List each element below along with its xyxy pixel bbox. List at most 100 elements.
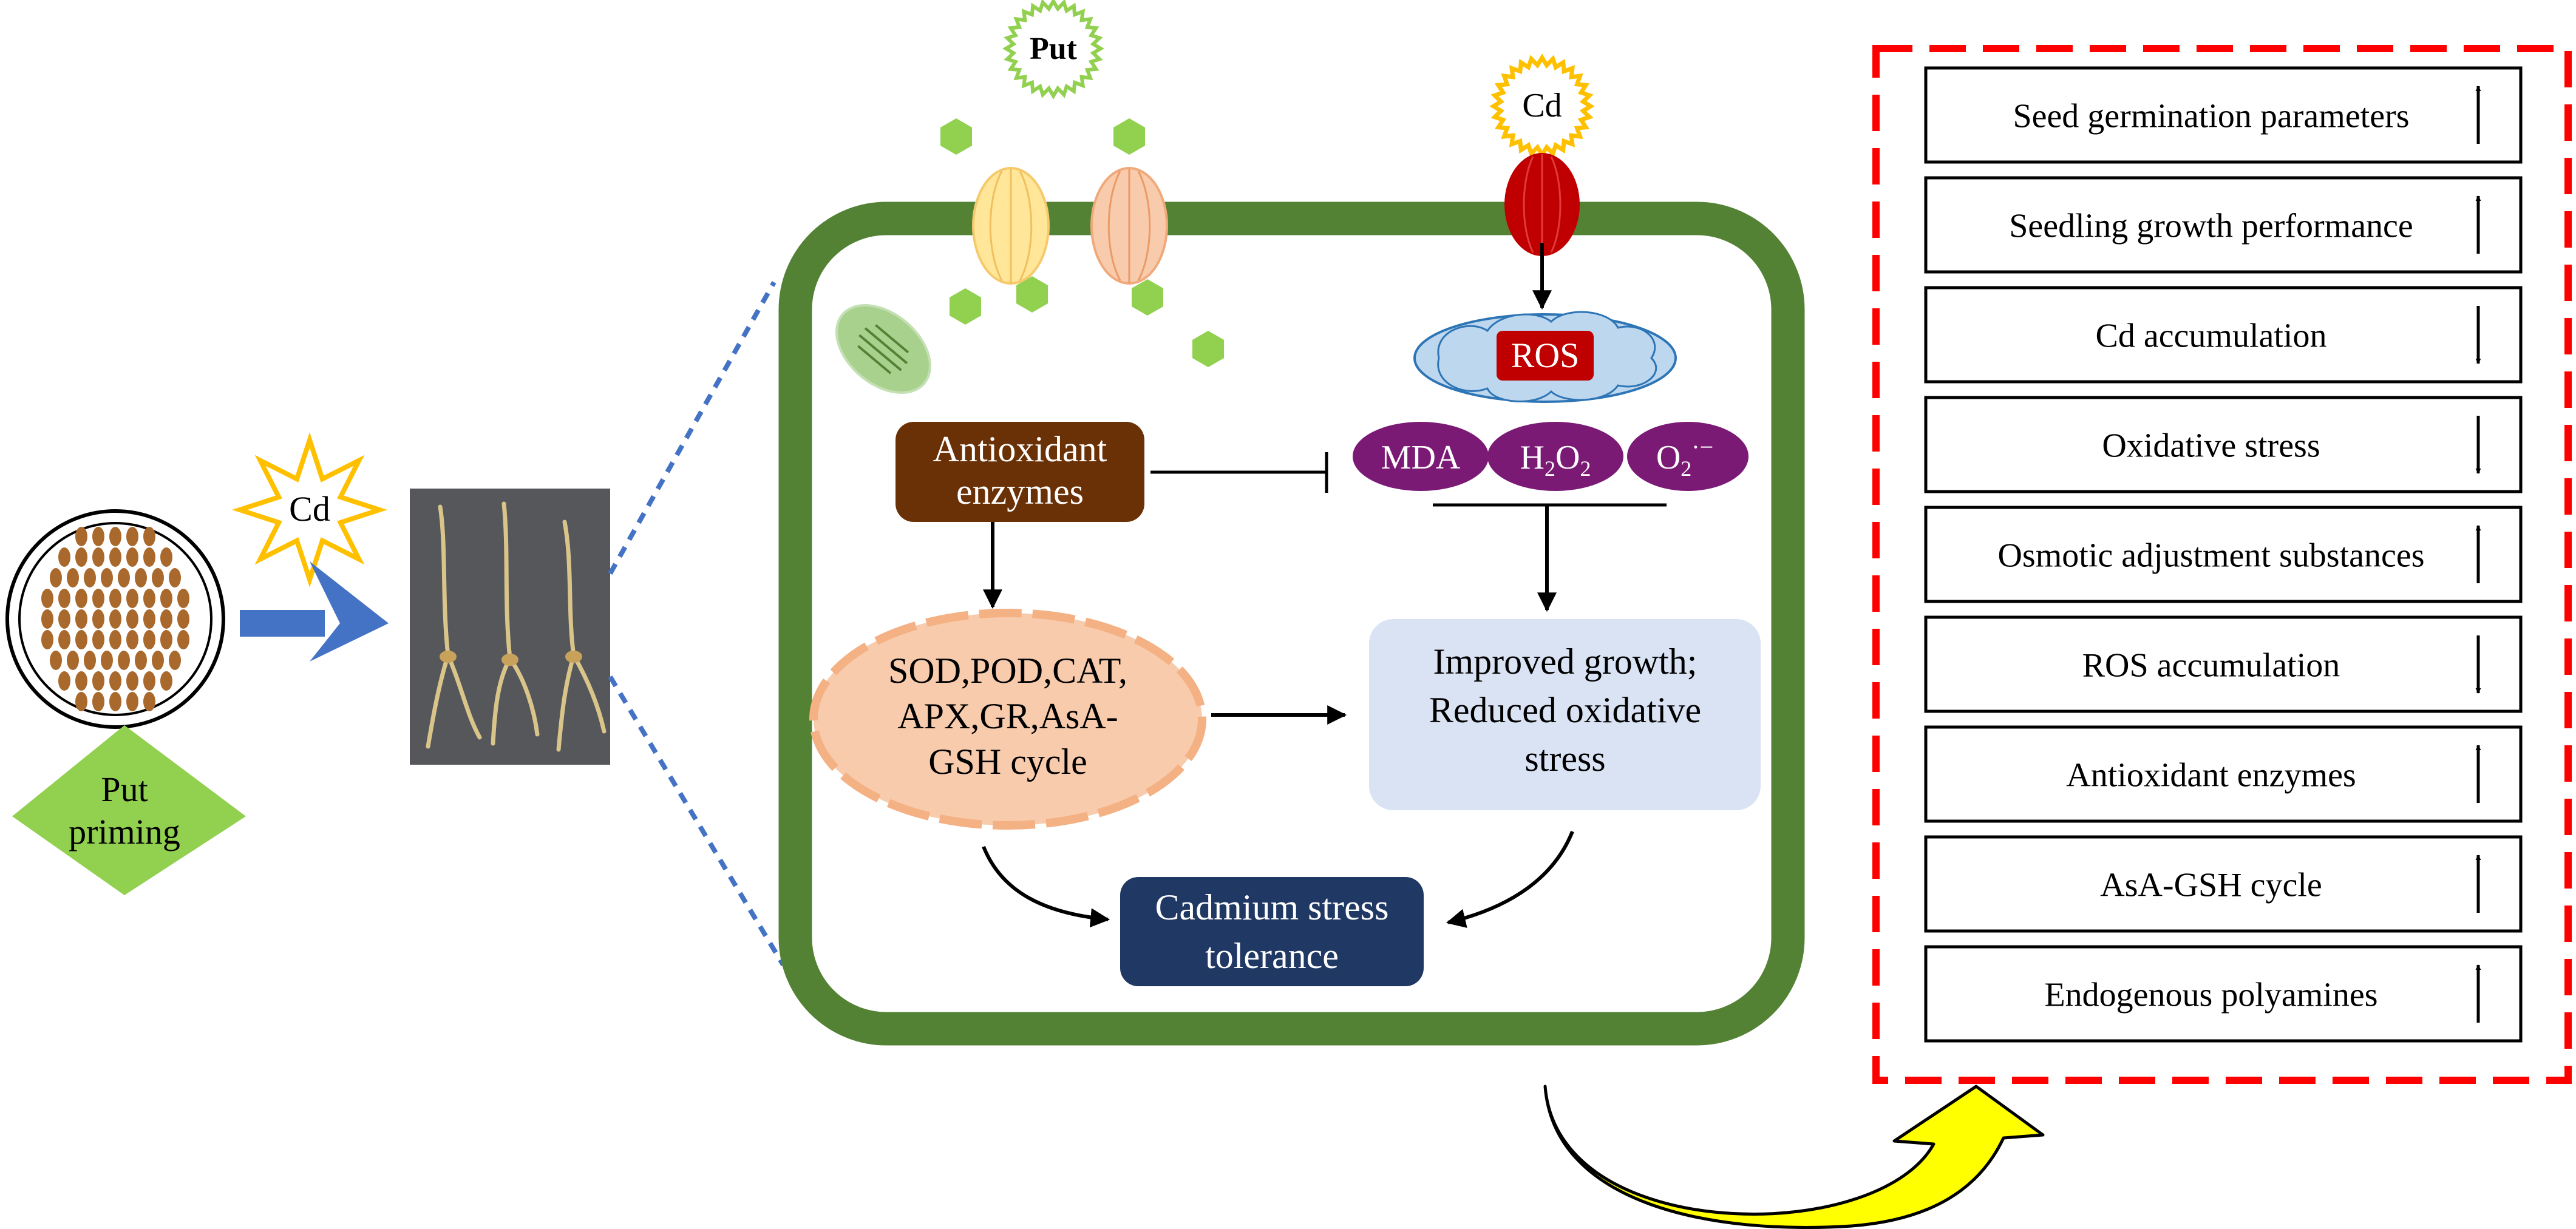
channel-peach xyxy=(1090,167,1168,285)
effect-box xyxy=(1924,835,2523,933)
chloroplast xyxy=(835,304,932,394)
seed xyxy=(58,589,70,608)
effect-item: ROS accumulation xyxy=(1924,615,2523,713)
seed xyxy=(75,589,87,608)
effect-label: Oxidative stress xyxy=(2102,427,2320,465)
put-badge: Put xyxy=(1002,0,1104,100)
seed xyxy=(118,651,130,670)
seed xyxy=(84,651,96,670)
seed xyxy=(109,692,121,711)
cell-wall xyxy=(778,201,1805,1046)
seed xyxy=(126,547,138,567)
yellow-curved-arrow xyxy=(1543,1085,2045,1229)
put-hexagons xyxy=(940,118,1224,367)
effect-item: Osmotic adjustment substances xyxy=(1924,506,2523,603)
seed xyxy=(135,568,147,587)
enzymes-to-tolerance-arrow xyxy=(982,845,1110,928)
tolerance-line1: Cadmium stress xyxy=(1155,887,1389,927)
seed xyxy=(92,692,104,711)
effect-item: Oxidative stress xyxy=(1924,396,2523,493)
antioxidant-line2: enzymes xyxy=(956,472,1084,512)
seed xyxy=(126,692,138,711)
effect-label: Endogenous polyamines xyxy=(2044,977,2377,1014)
seed xyxy=(101,651,113,670)
seed xyxy=(75,692,87,711)
effect-box xyxy=(1924,945,2523,1043)
seed xyxy=(143,671,155,691)
ros-label: ROS xyxy=(1511,336,1580,375)
seed xyxy=(160,630,172,649)
seed xyxy=(126,671,138,691)
seed xyxy=(135,651,147,670)
put-molecule-hexagon xyxy=(950,288,981,325)
seed xyxy=(75,527,87,546)
seed xyxy=(109,609,121,629)
inhibition-line xyxy=(1150,452,1328,493)
tolerance-line2: tolerance xyxy=(1205,936,1339,976)
seed xyxy=(58,671,70,691)
put-molecule-hexagon xyxy=(1132,279,1163,316)
effect-label: Seed germination parameters xyxy=(2013,98,2409,135)
seed xyxy=(143,527,155,546)
seed xyxy=(177,589,189,608)
ros-cloud: ROS xyxy=(1413,311,1677,403)
stress-products: MDA H2O2 O2·− xyxy=(1353,422,1748,491)
seed xyxy=(92,671,104,691)
seed xyxy=(58,609,70,629)
seed xyxy=(177,609,189,629)
put-badge-label: Put xyxy=(1030,32,1078,66)
cd-badge-label: Cd xyxy=(1522,87,1562,124)
seed xyxy=(169,651,181,670)
improved-line3: stress xyxy=(1524,739,1605,779)
effect-box xyxy=(1924,725,2523,823)
seed xyxy=(75,630,87,649)
seed xyxy=(92,527,104,546)
seed xyxy=(50,568,62,587)
enzymes-line1: SOD,POD,CAT, xyxy=(888,651,1127,691)
effect-item: Cd accumulation xyxy=(1924,286,2523,384)
seed xyxy=(92,630,104,649)
effect-label: Cd accumulation xyxy=(2095,317,2326,355)
zoom-lines xyxy=(608,281,786,967)
blue-arrow xyxy=(240,561,389,662)
seed xyxy=(41,609,53,629)
seed xyxy=(143,547,155,567)
seed xyxy=(177,630,189,649)
put-molecule-hexagon xyxy=(1016,276,1048,313)
o2-radical-label: O2·− xyxy=(1656,433,1713,481)
seed xyxy=(109,671,121,691)
seed xyxy=(126,527,138,546)
effect-item: Endogenous polyamines xyxy=(1924,945,2523,1043)
improved-growth-box: Improved growth; Reduced oxidative stres… xyxy=(1369,619,1761,810)
seed xyxy=(160,547,172,567)
seed xyxy=(143,692,155,711)
seed xyxy=(58,547,70,567)
priming-label-line1: Put xyxy=(101,770,148,809)
effect-item: Seedling growth performance xyxy=(1924,176,2523,274)
seed xyxy=(152,651,164,670)
seed xyxy=(118,568,130,587)
effect-item: AsA-GSH cycle xyxy=(1924,835,2523,933)
seed xyxy=(75,609,87,629)
seed xyxy=(58,630,70,649)
effect-box xyxy=(1924,176,2523,274)
seed xyxy=(169,568,181,587)
seed xyxy=(67,651,79,670)
h2o2-label: H2O2 xyxy=(1520,439,1591,481)
improved-to-tolerance-arrow xyxy=(1446,830,1574,928)
effect-label: ROS accumulation xyxy=(2082,647,2340,685)
seed xyxy=(92,589,104,608)
seed xyxy=(152,568,164,587)
seed xyxy=(84,568,96,587)
cadmium-tolerance-box: Cadmium stress tolerance xyxy=(1120,877,1424,986)
cd-badge: Cd xyxy=(1489,53,1595,159)
effect-box xyxy=(1924,396,2523,493)
seed xyxy=(126,630,138,649)
cd-star-left: Cd xyxy=(232,432,387,587)
channel-red xyxy=(1504,153,1580,256)
seed xyxy=(109,630,121,649)
seed xyxy=(109,547,121,567)
seed xyxy=(126,609,138,629)
effect-label: AsA-GSH cycle xyxy=(2100,867,2322,904)
